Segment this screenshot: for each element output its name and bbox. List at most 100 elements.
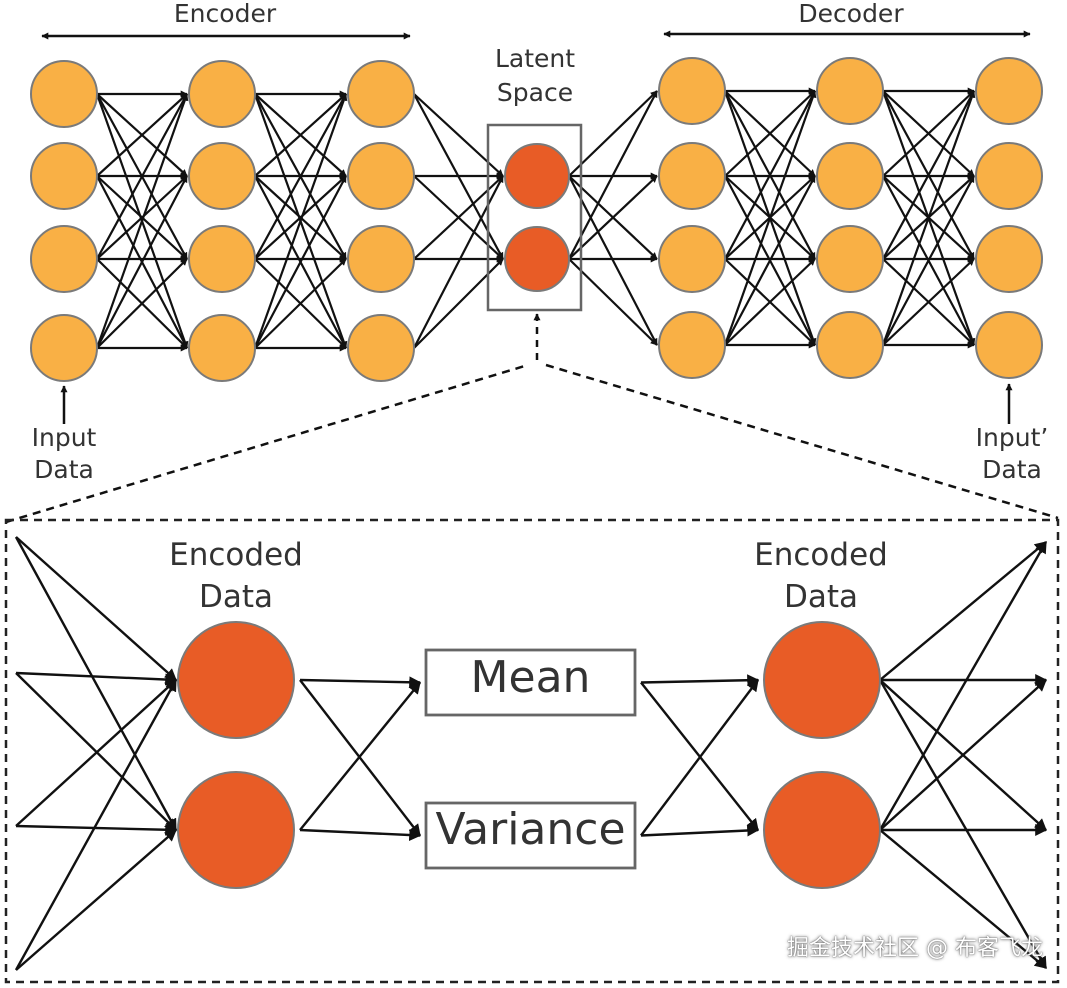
output-data-label-line2: Data — [982, 455, 1042, 484]
zoom-detail-frame — [4, 518, 1060, 984]
decoder-node — [975, 225, 1043, 293]
encoded-data-node-right — [763, 621, 881, 739]
encoded-to-stat-edge — [299, 681, 421, 831]
encoder-label: Encoder — [173, 0, 277, 28]
encoder-node — [188, 60, 256, 128]
encoded-to-stat-edge — [299, 676, 422, 689]
encoder-edge — [253, 93, 348, 349]
encoded-to-output-edge — [878, 679, 1048, 970]
decoder-node — [816, 311, 884, 379]
stat-to-encoded-edge — [640, 824, 760, 837]
encoded-to-output-edge — [879, 679, 1047, 831]
latent-to-decoder-edge — [568, 175, 658, 260]
encoder-node — [30, 314, 98, 382]
encoded-data-node-left — [177, 771, 295, 889]
encoder-edge — [96, 175, 188, 349]
encoder-edge — [95, 93, 189, 349]
mean-box-label: Mean — [470, 652, 591, 703]
decoder-edge — [724, 258, 816, 346]
encoder-edge — [254, 93, 347, 260]
variance-box-label: Variance — [435, 804, 626, 855]
diagram-shapes — [4, 57, 1060, 984]
encoder-node — [347, 60, 415, 128]
decoder-node — [658, 311, 726, 379]
encoder-to-latent-edge — [413, 258, 504, 349]
latent-node — [504, 226, 570, 292]
encoder-node — [188, 225, 256, 293]
latent-space-label-line1: Latent — [494, 44, 576, 73]
encoded-data-right-line2: Data — [783, 579, 859, 615]
encoder-node — [188, 142, 256, 210]
encoder-edge — [96, 175, 188, 260]
encoder-node — [347, 314, 415, 382]
latent-to-decoder-edge — [568, 258, 658, 346]
encoded-to-output-edge — [879, 541, 1047, 681]
watermark: 掘金技术社区 @ 布客飞龙 — [787, 936, 1043, 961]
stat-to-encoded-edge — [640, 679, 759, 837]
decoder-node — [816, 57, 884, 125]
encoder-edge — [254, 258, 347, 349]
input-to-encoded-edge — [15, 823, 178, 836]
decoder-edge — [724, 90, 816, 260]
input-to-encoded-edge — [14, 678, 178, 971]
decoder-edge — [881, 90, 976, 346]
output-data-label-line1: Input’ — [975, 423, 1049, 452]
encoded-data-left-line1: Encoded — [169, 537, 303, 573]
input-to-encoded-edge — [15, 829, 177, 971]
encoder-node — [30, 142, 98, 210]
encoded-to-output-edge — [879, 829, 1047, 969]
encoded-to-stat-edge — [299, 828, 422, 841]
input-to-encoded-edge — [15, 536, 177, 681]
latent-space-label-line2: Space — [496, 78, 574, 107]
decoder-node — [975, 311, 1043, 379]
decoder-edge — [882, 90, 975, 260]
decoder-node — [816, 225, 884, 293]
encoder-node — [347, 142, 415, 210]
encoder-edge — [254, 175, 347, 260]
zoom-dashed-line-right — [545, 363, 1059, 520]
decoder-node — [658, 142, 726, 210]
encoded-data-node-right — [763, 771, 881, 889]
input-to-encoded-edge — [14, 536, 178, 832]
encoded-data-right-line1: Encoded — [754, 537, 888, 573]
decoder-node — [658, 57, 726, 125]
zoom-dashed-line-left — [5, 363, 529, 524]
variance-box — [424, 801, 637, 870]
decoder-edge — [882, 258, 975, 346]
encoder-to-latent-edge — [413, 175, 504, 349]
decoder-node — [658, 225, 726, 293]
encoder-edge — [254, 93, 347, 177]
encoder-node — [347, 225, 415, 293]
latent-node — [504, 143, 570, 209]
decoder-label: Decoder — [798, 0, 904, 28]
decoder-edge — [723, 90, 817, 346]
decoder-edge — [882, 175, 975, 346]
decoder-edge — [882, 90, 975, 177]
encoder-edge — [96, 258, 188, 349]
input-data-label-line2: Data — [34, 455, 94, 484]
encoded-data-node-left — [177, 621, 295, 739]
latent-to-decoder-edge — [568, 90, 658, 260]
encoder-edge — [254, 175, 347, 349]
input-to-encoded-edge — [15, 671, 178, 686]
latent-to-decoder-edge — [568, 90, 658, 177]
stat-to-encoded-edge — [640, 674, 760, 687]
encoder-node — [30, 60, 98, 128]
decoder-node — [975, 57, 1043, 125]
decoder-edge — [724, 175, 816, 346]
encoded-to-output-edge — [878, 540, 1048, 831]
mean-box — [424, 648, 637, 717]
decoder-node — [975, 142, 1043, 210]
input-data-label-line1: Input — [31, 423, 97, 452]
latent-to-decoder-edge — [568, 175, 658, 346]
encoder-node — [30, 225, 98, 293]
encoded-data-left-line2: Data — [198, 579, 274, 615]
encoder-edge — [96, 93, 188, 260]
input-to-encoded-edge — [15, 679, 177, 827]
decoder-edge — [724, 90, 816, 177]
decoder-node — [816, 142, 884, 210]
latent-space-box — [486, 123, 583, 312]
encoder-edge — [96, 93, 188, 177]
encoder-node — [188, 314, 256, 382]
